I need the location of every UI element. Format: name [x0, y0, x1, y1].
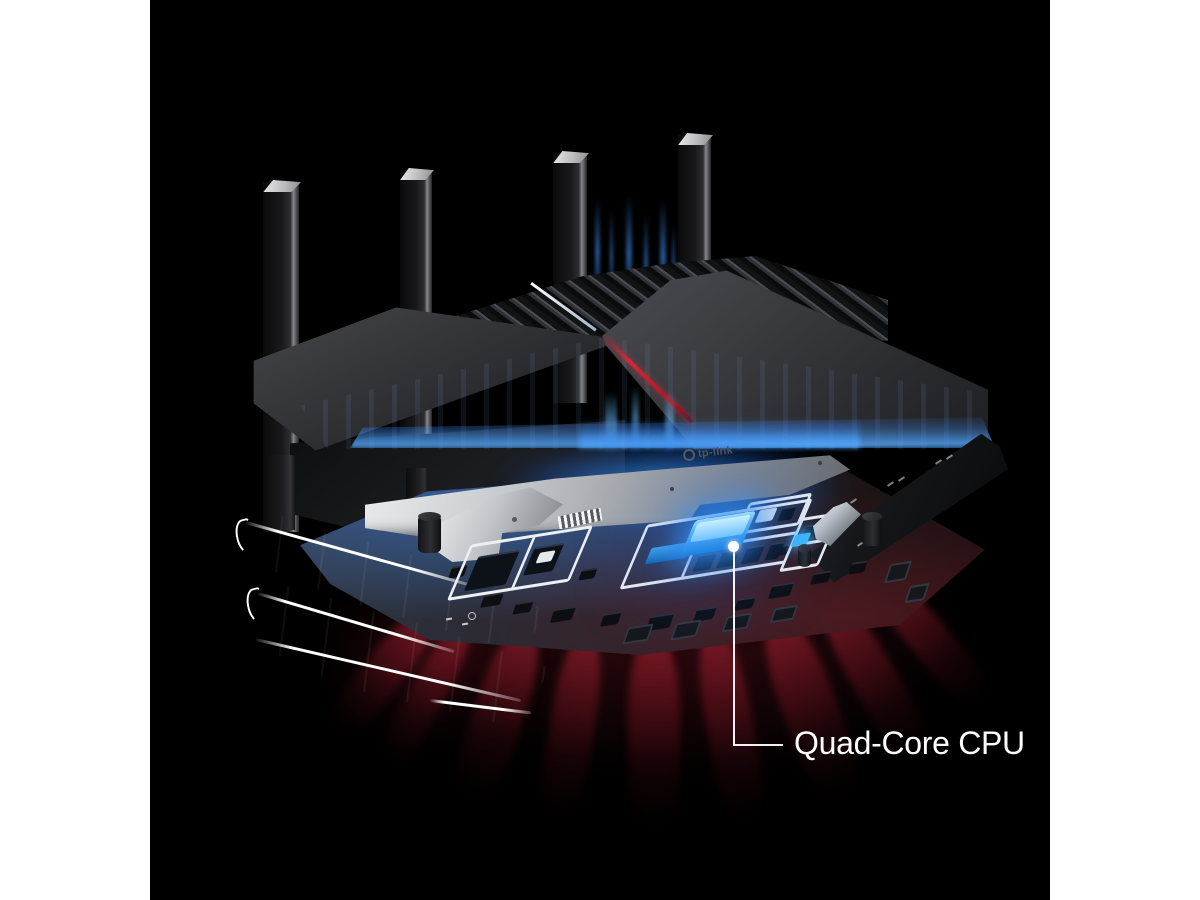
callout-line-vertical: [733, 548, 735, 746]
callout-line-horizontal: [733, 744, 783, 746]
plate-screw-hole: [818, 461, 822, 465]
silkscreen-circle: [468, 612, 476, 620]
plate-screw-hole: [670, 487, 674, 491]
callout-anchor-dot: [728, 541, 739, 552]
antenna-top-face: [263, 180, 301, 192]
capacitor: [862, 512, 882, 546]
blue-light-streak: [626, 195, 632, 325]
capacitor-top: [862, 512, 882, 521]
blue-light-shaft: [632, 386, 639, 456]
port-label-mark: [898, 476, 905, 482]
antenna-top-face: [553, 151, 589, 163]
smd-chip: [764, 540, 786, 561]
flash-chip: [463, 550, 520, 592]
product-image-canvas: tp-link: [150, 0, 1050, 900]
antenna-top-face: [678, 133, 713, 145]
blue-light-streak: [595, 198, 600, 318]
cpu-chip-top-face: [689, 514, 752, 543]
capacitor: [798, 544, 811, 567]
blue-light-shaft: [665, 392, 674, 456]
white-chip: [754, 507, 778, 524]
blue-light-streak: [660, 200, 666, 325]
capacitor-top: [418, 512, 441, 521]
port-label-mark: [887, 481, 894, 487]
callout-label: Quad-Core CPU: [794, 725, 1025, 761]
smd-chip: [740, 543, 766, 564]
smd-chip: [777, 504, 798, 522]
blue-light-shaft: [605, 392, 617, 454]
capacitor-top: [798, 544, 811, 553]
red-glow-ray: [628, 636, 680, 846]
antenna-top-face: [400, 168, 434, 180]
antenna-1-lower-segment: [265, 455, 295, 530]
shield-screw-hole: [512, 517, 517, 522]
tp-link-logo-icon: [682, 448, 696, 462]
blue-light-streak: [610, 210, 613, 315]
capacitor: [418, 512, 441, 553]
